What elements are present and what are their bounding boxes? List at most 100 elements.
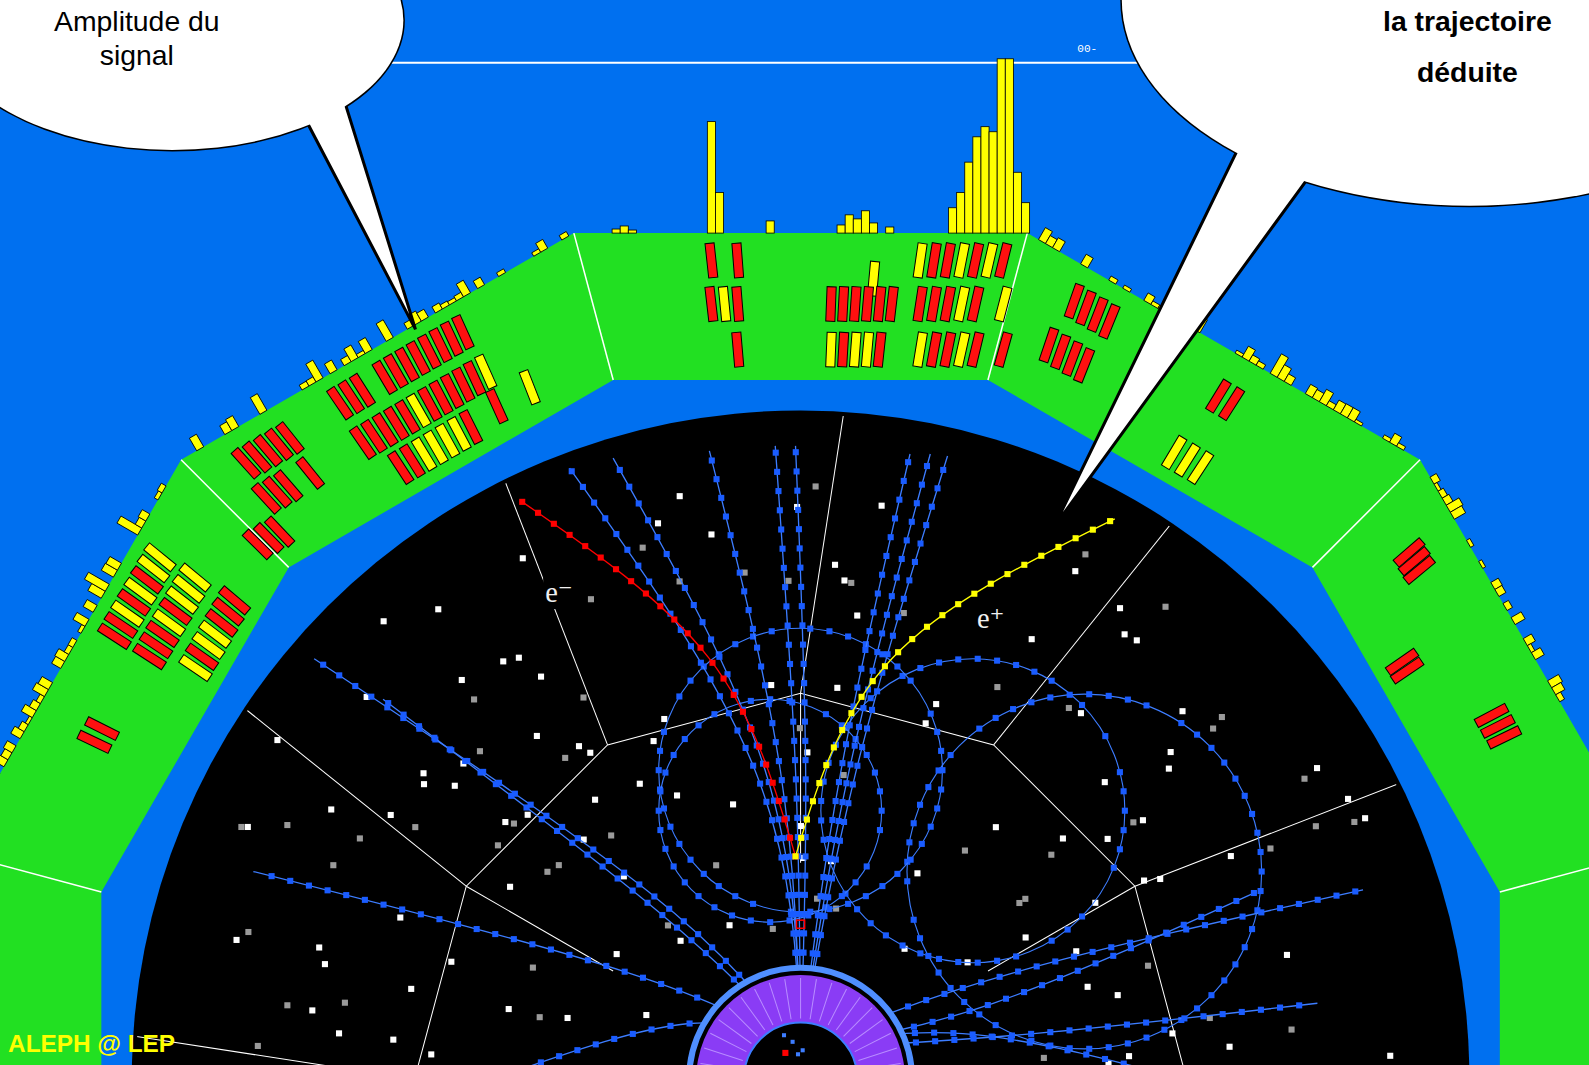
tracker-wire [800,978,801,1019]
track-point [701,871,707,877]
detector-ring [689,968,912,1065]
track-point [320,662,326,668]
track-point [1086,1025,1092,1031]
noise-hit [233,937,239,943]
noise-hit [330,862,336,868]
track-point [971,591,977,597]
noise-hit [357,835,363,841]
noise-hit [1105,836,1111,842]
track-point [790,719,796,725]
calorimeter-hit [849,332,861,367]
amplitude-bar [68,638,77,648]
noise-hit [1351,819,1357,825]
amplitude-bar [981,127,989,233]
track-point [1232,961,1238,967]
track-point [708,636,714,642]
noise-hit [678,938,684,944]
amplitude-bar [1467,538,1474,547]
track-point [1296,1002,1302,1008]
noise-hit [1387,1053,1393,1059]
track-point [801,911,807,917]
electron-track [522,502,796,857]
track-points [911,890,1257,1030]
track-point [736,972,742,978]
track-point [894,663,900,669]
track-points [385,700,737,982]
track-point [792,853,798,859]
track-point [931,1030,937,1036]
track-point [431,735,437,741]
noise-hit [1134,637,1140,643]
noise-hit [1048,852,1054,858]
track-point [728,532,734,538]
track-point [694,995,700,1001]
track-point [1258,1007,1264,1013]
noise-hit [1313,823,1319,829]
hit-cluster [230,419,325,518]
track-point [796,1052,800,1056]
track-point [1242,944,1248,950]
track-point [770,780,776,786]
track-point [794,815,800,821]
track-point [685,630,691,636]
noise-hit [854,612,860,618]
amplitude-bar [1531,648,1544,660]
calorimeter-hit [994,332,1012,368]
hit-cluster [76,715,120,756]
track-point [1065,927,1071,933]
track-point [630,888,636,894]
track-point [994,658,1000,664]
track-point [687,678,693,684]
track-point [847,722,853,728]
noise-hit [1157,876,1163,882]
noise-hit [1168,749,1174,755]
track-point [731,692,737,698]
track-point [1079,913,1085,919]
signal-histogram [612,59,1030,233]
track-point [657,827,663,833]
noise-hit [1345,796,1351,802]
track-point [676,693,682,699]
track-point [1049,678,1055,684]
track-point [622,969,628,975]
track-point [1039,982,1045,988]
track-point [1124,1022,1130,1028]
amplitude-bar [417,309,429,321]
amplitude-bar [1022,203,1030,233]
track-point [773,739,779,745]
calorimeter-hit [954,243,970,279]
track-point [774,469,780,475]
track-point [343,892,349,898]
noise-hit [665,922,671,928]
track-point [673,568,679,574]
track-point [1086,1046,1092,1052]
track-point [923,522,929,528]
calorimeter-hit [954,286,970,322]
noise-hit [1289,1027,1295,1033]
track-point [894,871,900,877]
track-point [666,906,672,912]
track-point [575,835,581,841]
noise-hit [390,1037,396,1043]
particle-label: e⁺ [975,602,1007,635]
track-point [929,504,935,510]
track-point [569,468,575,474]
track-point [848,710,854,716]
track-point [807,626,813,632]
calorimeter-hit [705,286,718,321]
interaction-point [782,1050,788,1056]
noise-hit [588,596,594,602]
amplitude-bar [1005,59,1013,233]
calorimeter-hit [927,286,942,322]
calorimeter-hit [940,243,955,279]
track-point [913,1039,919,1045]
track-point [966,1008,972,1014]
speech-bubble: la trajectoire déduite [1120,0,1589,208]
track-point [1194,732,1200,738]
track-point [925,953,931,959]
track-point [636,500,642,506]
track-point [783,603,789,609]
track-point [1239,1009,1245,1015]
hit-cluster [241,512,296,564]
amplitude-bar [1430,474,1440,485]
